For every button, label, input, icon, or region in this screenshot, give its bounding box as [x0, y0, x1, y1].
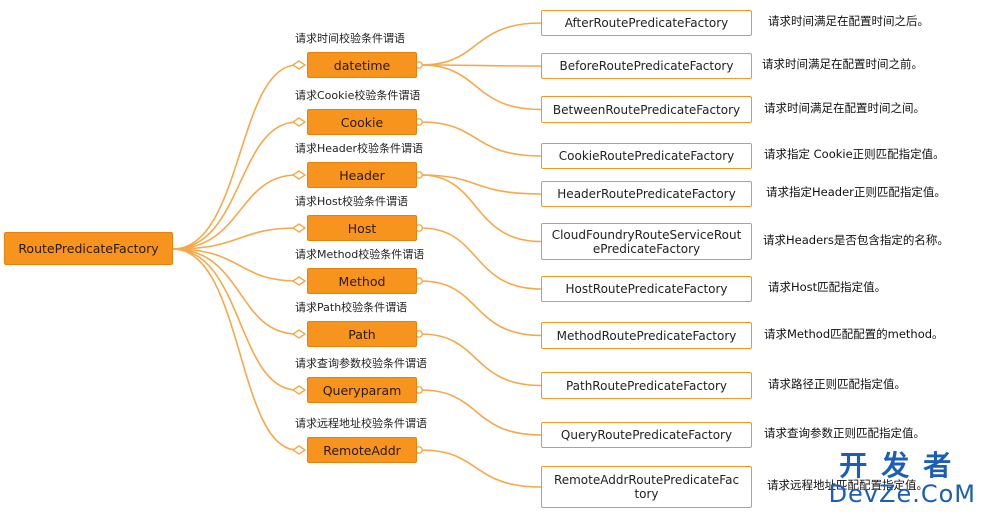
category-node-datetime: datetime: [307, 52, 417, 78]
factory-node: MethodRoutePredicateFactory: [541, 322, 752, 349]
factory-description: 请求查询参数正则匹配指定值。: [764, 426, 925, 440]
category-node-path: Path: [307, 321, 417, 347]
category-node-cookie: Cookie: [307, 109, 417, 135]
category-node-method: Method: [307, 268, 417, 294]
category-caption: 请求Cookie校验条件谓语: [295, 89, 421, 102]
watermark-en: DevZe.CoM: [828, 480, 976, 508]
factory-description: 请求时间满足在配置时间之间。: [764, 100, 925, 115]
factory-connector: [420, 449, 542, 488]
factory-description: 请求指定Header正则匹配指定值。: [766, 185, 946, 199]
category-node-label: Header: [339, 167, 385, 183]
factory-node-label-line1: CloudFoundryRouteServiceRout: [551, 227, 742, 242]
factory-node-label-line1: RemoteAddrRoutePredicateFac: [553, 473, 740, 487]
root-node-label: RoutePredicateFactory: [18, 241, 159, 256]
category-caption: 请求时间校验条件谓语: [295, 32, 405, 45]
category-caption: 请求Method校验条件谓语: [295, 248, 425, 261]
factory-description: 请求Method匹配配置的method。: [764, 326, 944, 341]
factory-node-label: BetweenRoutePredicateFactory: [552, 102, 741, 117]
category-caption: 请求Host校验条件谓语: [295, 195, 409, 208]
factory-description: 请求路径正则匹配指定值。: [768, 376, 906, 391]
factory-node-label: QueryRoutePredicateFactory: [560, 428, 733, 442]
category-node-header: Header: [307, 162, 417, 188]
factory-connector: [420, 227, 542, 290]
root-connector: [172, 248, 298, 282]
factory-connector: [420, 174, 542, 195]
connector-diamond: [291, 223, 307, 233]
connector-diamond: [291, 385, 307, 395]
factory-node: PathRoutePredicateFactory: [541, 372, 752, 399]
category-caption: 请求Path校验条件谓语: [295, 301, 408, 314]
factory-description: 请求远程地址匹配配置指定值。: [767, 478, 928, 492]
factory-node-label: HostRoutePredicateFactory: [565, 282, 728, 296]
root-connector: [172, 227, 298, 250]
category-node-label: datetime: [333, 57, 391, 73]
root-connector: [172, 64, 298, 250]
factory-connector: [420, 174, 542, 243]
category-node-label: RemoteAddr: [323, 442, 401, 458]
factory-connector: [420, 64, 542, 111]
root-connector: [172, 174, 298, 250]
watermark-cn: 开发者: [839, 449, 966, 482]
factory-description: 请求时间满足在配置时间之后。: [768, 14, 929, 28]
factory-description: 请求时间满足在配置时间之前。: [762, 57, 923, 71]
watermark-logo: 开发者 DevZe.CoM: [828, 449, 976, 508]
connector-diamond: [291, 329, 307, 339]
root-node: RoutePredicateFactory: [4, 232, 173, 265]
factory-description: 请求指定 Cookie正则匹配指定值。: [764, 147, 945, 161]
connector-diamond: [291, 276, 307, 286]
root-connector: [172, 121, 298, 250]
factory-node: BetweenRoutePredicateFactory: [541, 96, 752, 123]
factory-node: CookieRoutePredicateFactory: [541, 143, 752, 169]
connector-diamond: [291, 60, 307, 70]
connector-diamond: [291, 117, 307, 127]
factory-connector: [420, 64, 542, 67]
category-node-label: Cookie: [340, 114, 384, 130]
factory-node-label: BeforeRoutePredicateFactory: [559, 59, 734, 73]
factory-connector: [420, 389, 542, 436]
root-connector: [172, 248, 298, 451]
factory-node-label: PathRoutePredicateFactory: [565, 378, 728, 393]
connector-diamond: [291, 170, 307, 180]
factory-description: 请求Headers是否包含指定的名称。: [763, 232, 949, 247]
category-node-label: Host: [347, 220, 377, 236]
factory-node-label: MethodRoutePredicateFactory: [556, 328, 737, 343]
category-node-label: Queryparam: [322, 382, 402, 398]
factory-node: BeforeRoutePredicateFactory: [541, 53, 752, 79]
category-node-host: Host: [307, 215, 417, 241]
factory-description: 请求Host匹配指定值。: [768, 280, 887, 294]
root-connector: [172, 248, 298, 391]
category-node-label: Method: [338, 273, 386, 289]
factory-connector: [420, 333, 542, 387]
factory-connector: [420, 280, 542, 337]
factory-node-label: HeaderRoutePredicateFactory: [557, 187, 736, 201]
factory-connector: [420, 22, 542, 66]
factory-node: AfterRoutePredicateFactory: [541, 10, 752, 36]
connector-diamond: [291, 445, 307, 455]
category-caption: 请求远程地址校验条件谓语: [295, 417, 427, 430]
category-node-label: Path: [348, 326, 376, 342]
category-caption: 请求查询参数校验条件谓语: [295, 357, 427, 370]
factory-node-label: AfterRoutePredicateFactory: [564, 16, 729, 30]
factory-node: QueryRoutePredicateFactory: [541, 422, 752, 448]
factory-node-label-line2: ePredicateFactory: [592, 241, 701, 256]
category-caption: 请求Header校验条件谓语: [295, 142, 424, 155]
factory-connector: [420, 121, 542, 157]
factory-node: HostRoutePredicateFactory: [541, 276, 752, 302]
factory-node-label: CookieRoutePredicateFactory: [558, 149, 735, 163]
category-node-queryparam: Queryparam: [307, 377, 417, 403]
factory-node-label-line2: tory: [634, 487, 659, 501]
factory-node: HeaderRoutePredicateFactory: [541, 181, 752, 207]
root-connector: [172, 248, 298, 335]
category-node-remoteaddr: RemoteAddr: [307, 437, 417, 463]
